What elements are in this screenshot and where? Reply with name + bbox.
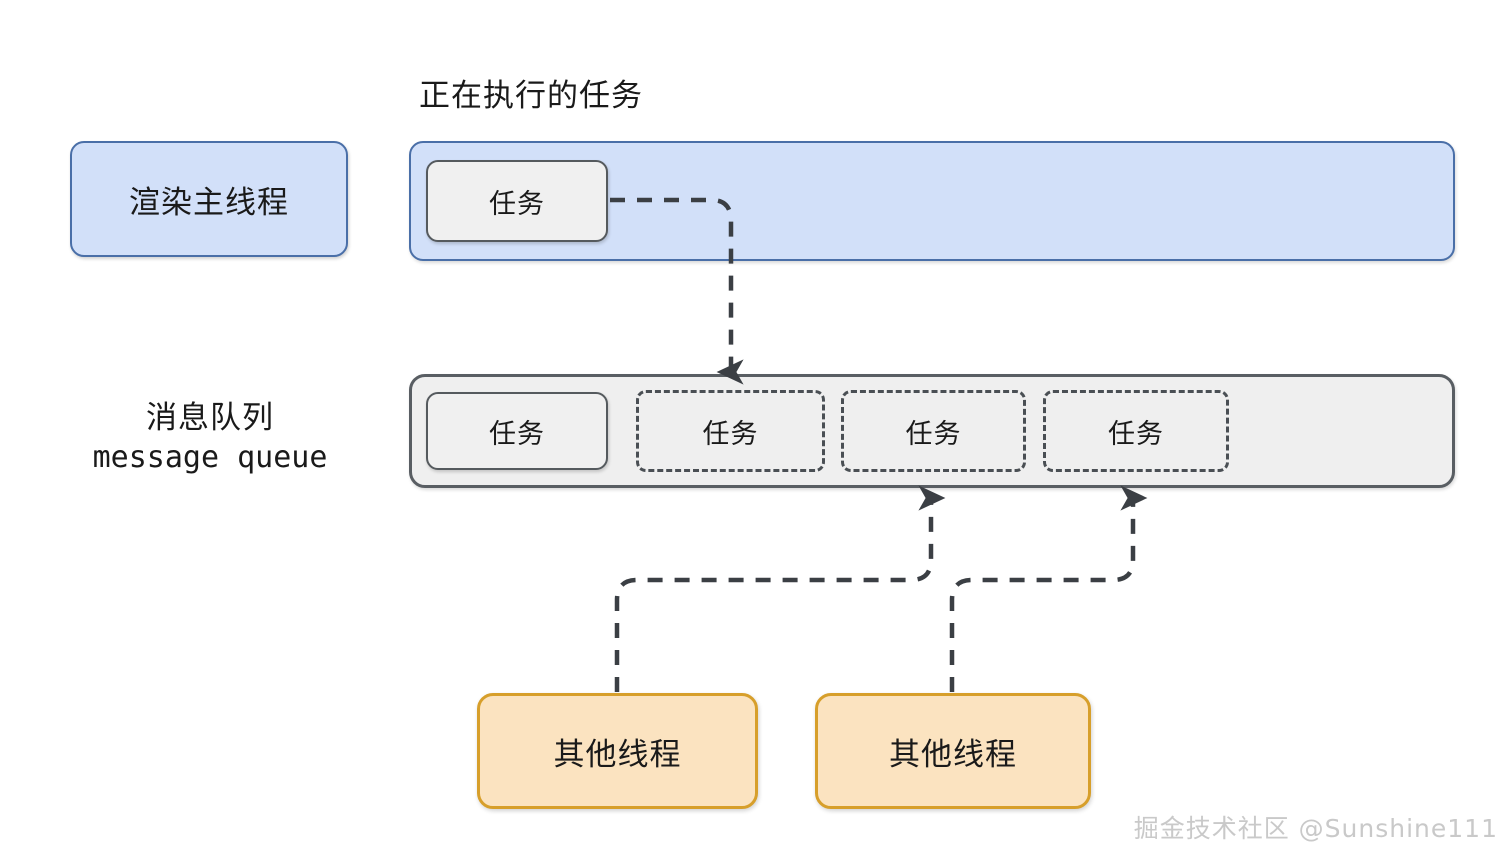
other-thread-label-1: 其他线程: [553, 736, 682, 772]
queue-task-chip-1: 任务: [426, 392, 608, 470]
message-queue-label: 消息队列 message queue: [55, 398, 365, 478]
queue-task-chip-2: 任务: [636, 390, 825, 472]
main-thread-task-chip: 任务: [426, 160, 608, 242]
other-thread-box-2: 其他线程: [815, 693, 1091, 809]
running-task-title: 正在执行的任务: [419, 78, 643, 113]
queue-task-chip-3: 任务: [841, 390, 1026, 472]
arrow-other-thread-2-to-queue: [949, 485, 1148, 692]
queue-task-chip-4: 任务: [1043, 390, 1229, 472]
watermark-text: 掘金技术社区 @Sunshine111: [1133, 814, 1498, 843]
other-thread-label-2: 其他线程: [889, 736, 1017, 772]
render-main-thread-label: 渲染主线程: [129, 184, 289, 220]
message-queue-label-en: message queue: [92, 440, 328, 475]
message-queue-label-cn: 消息队列: [146, 400, 274, 435]
arrow-other-thread-1-to-queue: [614, 485, 946, 692]
other-thread-box-1: 其他线程: [477, 693, 758, 809]
render-main-thread-label-box: 渲染主线程: [70, 141, 348, 257]
